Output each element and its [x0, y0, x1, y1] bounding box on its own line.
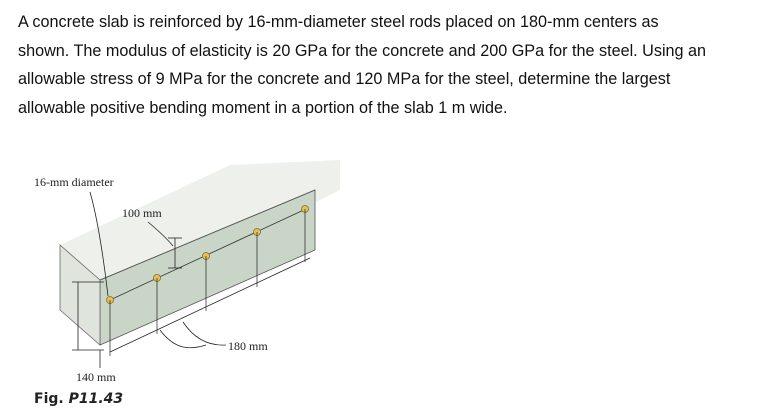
figure-caption: Fig. P11.43 [34, 391, 123, 407]
slab-figure: 16-mm diameter 100 mm 180 mm 140 mm [34, 160, 340, 384]
depth-label: 100 mm [122, 206, 162, 220]
problem-statement: A concrete slab is reinforced by 16-mm-d… [18, 8, 773, 122]
problem-line: allowable positive bending moment in a p… [18, 98, 508, 117]
spacing-label: 180 mm [228, 339, 268, 353]
caption-number: P11.43 [68, 391, 124, 407]
problem-line: allowable stress of 9 MPa for the concre… [18, 70, 671, 89]
slab-top-surface [60, 160, 340, 280]
slab-end-face [59, 244, 101, 346]
problem-line: A concrete slab is reinforced by 16-mm-d… [18, 13, 659, 31]
problem-line: shown. The modulus of elasticity is 20 G… [18, 41, 707, 60]
diameter-label: 16-mm diameter [34, 175, 114, 189]
thickness-label: 140 mm [76, 370, 116, 384]
caption-prefix: Fig. [34, 391, 64, 407]
